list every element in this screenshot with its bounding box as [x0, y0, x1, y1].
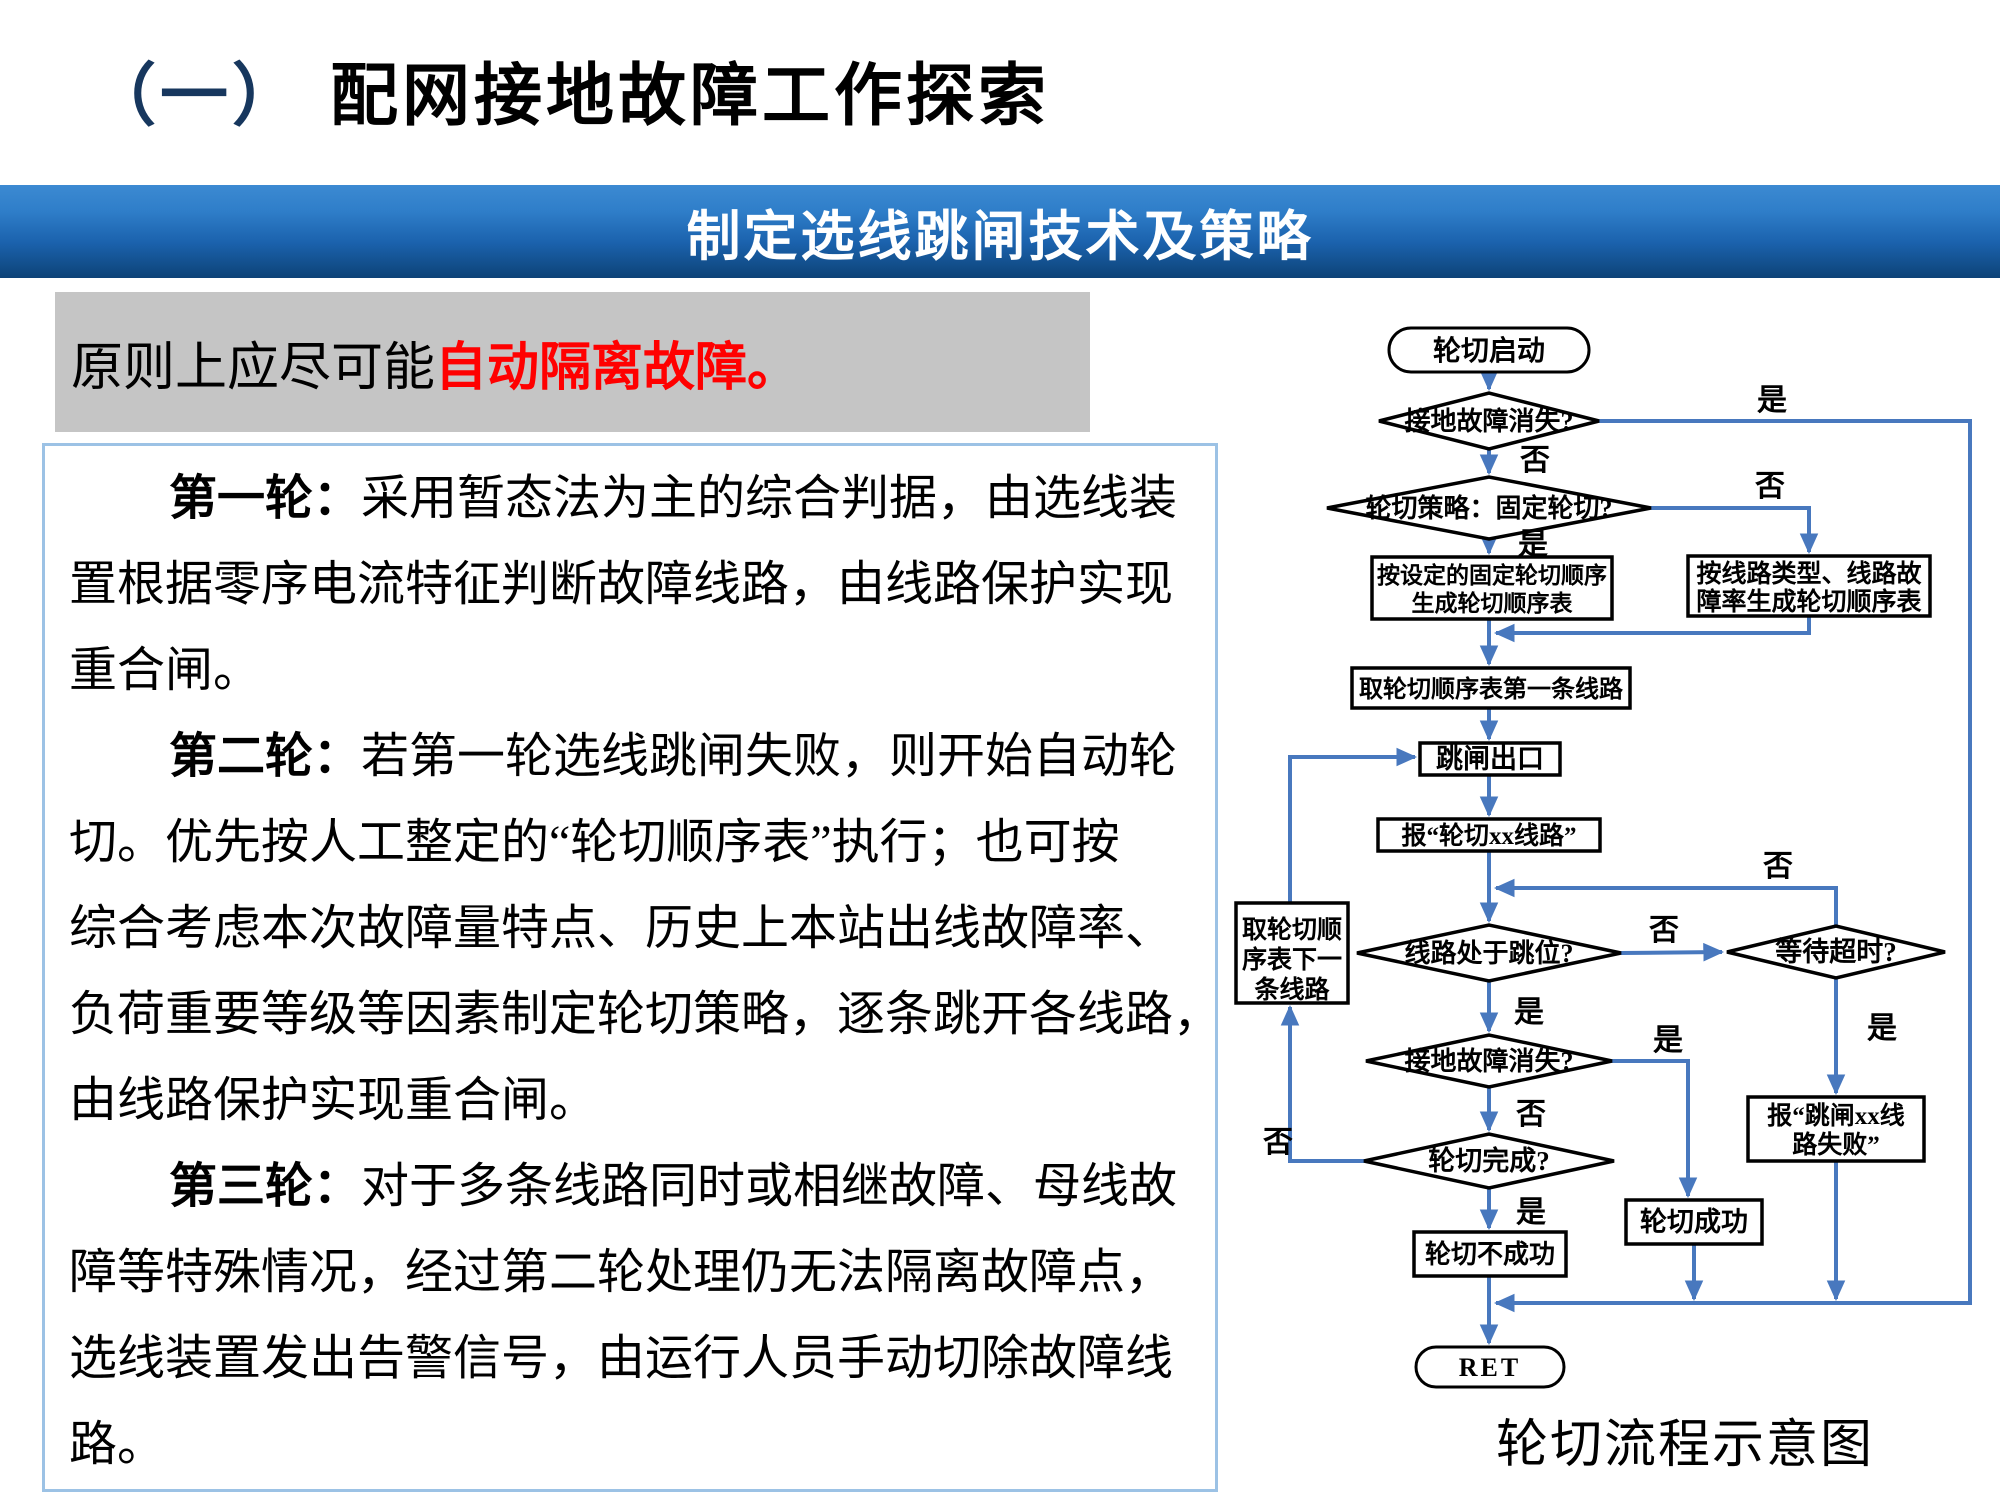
flow-box-report-fail: [1746, 1095, 1926, 1163]
flow-box-cut-fail: [1412, 1230, 1568, 1278]
edge-box-next-to-box-trip: [1288, 747, 1418, 903]
flow-box-first-line: [1350, 666, 1632, 710]
flow-box-cut-success: [1624, 1198, 1764, 1246]
label-d2-yes: 是: [1518, 528, 1548, 561]
flow-node-start: [1387, 326, 1591, 374]
flow-decision-label: 接地故障消失?: [1404, 1046, 1573, 1076]
label-d5-no: 否: [1516, 1098, 1546, 1131]
flow-box-label: 跳闸出口: [1436, 744, 1544, 774]
flow-box-label: 生成轮切顺序表: [1412, 590, 1574, 616]
edge-d6-no-to-box-next: [1280, 1004, 1364, 1163]
flow-box-label: 按线路类型、线路故: [1696, 559, 1922, 588]
flow-box-label: 轮切成功: [1640, 1207, 1748, 1237]
body-line: 切。优先按人工整定的“轮切顺序表”执行；也可按: [69, 816, 1120, 869]
label-d6-yes: 是: [1516, 1196, 1546, 1229]
body-line: 综合考虑本次故障量特点、历史上本站出线故障率、: [69, 902, 1174, 955]
label-d3-no: 否: [1649, 914, 1679, 947]
flow-decision-label: 等待超时?: [1775, 936, 1897, 967]
body-line: 第三轮：对于多条线路同时或相继故障、母线故: [169, 1160, 1178, 1213]
body-line: 由线路保护实现重合闸。: [69, 1074, 598, 1127]
flow-box-trip-exit: [1418, 741, 1562, 777]
body-line: 选线装置发出告警信号，由运行人员手动切除故障线: [69, 1332, 1174, 1385]
flow-decision-label: 轮切完成?: [1428, 1145, 1550, 1176]
label-d5-yes: 是: [1653, 1024, 1683, 1057]
title-text: 配网接地故障工作探索: [330, 58, 1051, 134]
flow-decision-cut-strategy-fixed: [1326, 475, 1652, 541]
flow-box-bytype-order: [1686, 554, 1932, 618]
edge-box-bytype-merge: [1493, 616, 1811, 643]
edge-d3-no-to-d4: [1620, 942, 1725, 962]
flow-box-label: 轮切不成功: [1425, 1240, 1555, 1269]
label-d2-no: 否: [1755, 470, 1785, 503]
flow-node-ret: [1414, 1345, 1566, 1389]
body-line: 重合闸。: [69, 644, 262, 697]
section-banner: 制定选线跳闸技术及策略: [0, 185, 2000, 278]
flow-decision-label: 接地故障消失?: [1404, 406, 1573, 436]
flow-decision-ground-fault-cleared-2: [1365, 1033, 1613, 1089]
principle-prefix: 原则上应尽可能: [71, 338, 436, 397]
flow-box-label: 路失败”: [1792, 1131, 1880, 1159]
flow-decision-label: 轮切策略：固定轮切?: [1365, 493, 1612, 523]
page-title: （一） 配网接地故障工作探索: [88, 40, 1050, 139]
body-line: 置根据零序电流特征判断故障线路，由线路保护实现: [69, 558, 1174, 611]
flow-box-label: 取轮切顺序表第一条线路: [1359, 675, 1624, 703]
flow-node-ret-label: RET: [1459, 1353, 1521, 1382]
flow-decision-wait-timeout: [1726, 924, 1946, 980]
flow-decision-cut-complete: [1363, 1132, 1615, 1190]
flow-box-next-line: [1234, 901, 1350, 1005]
flow-box-fixed-order: [1370, 555, 1614, 621]
label-d4-no: 否: [1763, 850, 1793, 883]
title-number: （一）: [88, 58, 305, 134]
flow-box-label: 报“轮切xx线路”: [1401, 821, 1576, 850]
label-d6-no: 否: [1263, 1126, 1293, 1159]
principle-suffix: 。: [747, 338, 800, 397]
label-d4-yes: 是: [1867, 1012, 1897, 1045]
edge-d2-no-to-box-bytype: [1651, 506, 1819, 555]
flow-decision-ground-fault-cleared-1: [1378, 391, 1600, 451]
flow-box-label: 条线路: [1254, 975, 1330, 1004]
flow-box-report-cut: [1376, 817, 1602, 853]
label-d1-no: 否: [1520, 444, 1550, 477]
edge-d1-yes-right-loop: [1493, 419, 1972, 1313]
flow-node-start-label: 轮切启动: [1433, 335, 1545, 367]
flow-box-label: 序表下一: [1242, 945, 1342, 974]
body-line: 障等特殊情况，经过第二轮处理仍无法隔离故障点，: [69, 1246, 1174, 1299]
edge-d4-no-return: [1493, 878, 1838, 926]
body-line: 负荷重要等级等因素制定轮切策略，逐条跳开各线路，: [69, 988, 1222, 1041]
principle-strip: 原则上应尽可能自动隔离故障。: [55, 292, 1090, 432]
body-line: 第一轮：采用暂态法为主的综合判据，由选线装: [169, 472, 1178, 525]
label-d1-yes: 是: [1757, 384, 1787, 417]
flow-box-label: 报“跳闸xx线: [1767, 1101, 1905, 1130]
flow-box-label: 按设定的固定轮切顺序: [1377, 562, 1607, 588]
edge-d5-yes-to-box-success: [1612, 1059, 1698, 1199]
flow-box-label: 取轮切顺: [1242, 916, 1342, 944]
flowchart-caption: 轮切流程示意图: [1496, 1417, 1874, 1474]
body-textbox: 第一轮：采用暂态法为主的综合判据，由选线装 置根据零序电流特征判断故障线路，由线…: [42, 443, 1222, 1492]
body-line: 路。: [69, 1418, 166, 1471]
principle-highlight: 自动隔离故障: [435, 338, 748, 397]
flow-decision-line-tripped: [1356, 923, 1622, 983]
section-banner-text: 制定选线跳闸技术及策略: [686, 207, 1314, 267]
label-d3-yes: 是: [1514, 996, 1544, 1029]
flow-box-label: 障率生成轮切顺序表: [1696, 587, 1922, 616]
body-line: 第二轮：若第一轮选线跳闸失败，则开始自动轮: [169, 730, 1178, 783]
flow-decision-label: 线路处于跳位?: [1404, 938, 1573, 968]
